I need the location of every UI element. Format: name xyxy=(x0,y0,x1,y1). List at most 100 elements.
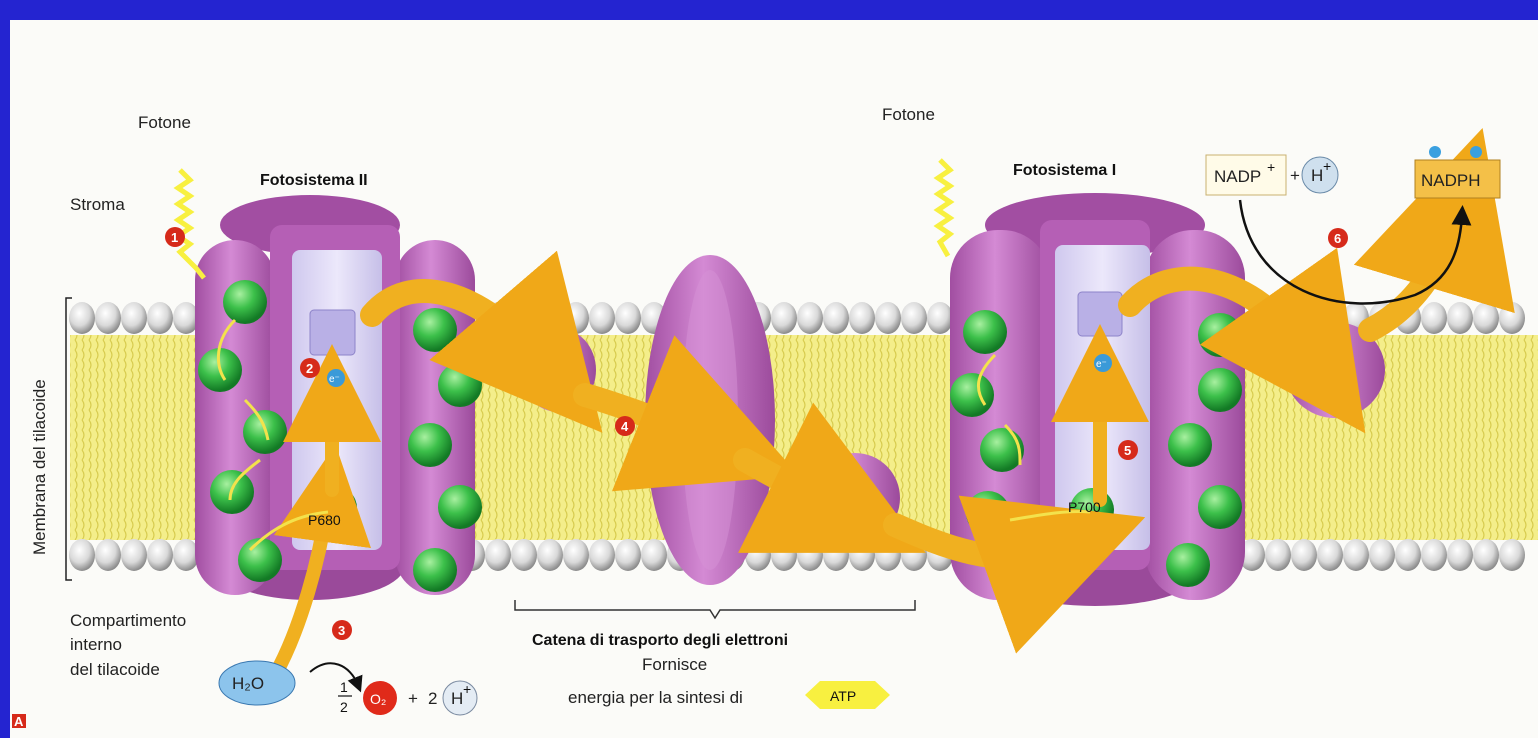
electron-2: e⁻ xyxy=(1094,354,1112,372)
svg-text:H: H xyxy=(1311,166,1323,185)
atp-badge: ATP xyxy=(805,681,890,709)
svg-text:H₂O: H₂O xyxy=(232,674,264,693)
half-denominator: 2 xyxy=(340,699,348,715)
step-number-5: 5 xyxy=(1124,443,1131,458)
lumen-label-line-2: interno xyxy=(70,635,122,654)
lipid-head xyxy=(1447,302,1473,334)
lipid-head xyxy=(69,302,95,334)
membrane-label: Membrana del tilacoide xyxy=(30,379,49,555)
lipid-head xyxy=(823,302,849,334)
water-split-arrow xyxy=(310,663,358,685)
chlorophyll-sphere xyxy=(438,485,482,529)
svg-text:+: + xyxy=(1323,158,1331,174)
chlorophyll-sphere xyxy=(1168,423,1212,467)
svg-text:O₂: O₂ xyxy=(370,691,386,707)
plus-sign-2: + xyxy=(408,689,418,708)
plus-sign-1: + xyxy=(1290,166,1300,185)
oxygen-molecule: O₂ xyxy=(363,681,397,715)
svg-text:ATP: ATP xyxy=(830,688,856,704)
lipid-head xyxy=(1291,539,1317,571)
svg-text:+: + xyxy=(1267,159,1275,175)
lipid-head xyxy=(901,302,927,334)
lipid-head xyxy=(511,539,537,571)
svg-text:A: A xyxy=(14,714,24,729)
etc-title: Catena di trasporto degli elettroni xyxy=(532,632,788,649)
nadph-box: NADPH xyxy=(1415,146,1500,198)
chlorophyll-sphere xyxy=(1166,543,1210,587)
lipid-head xyxy=(771,302,797,334)
svg-text:e⁻: e⁻ xyxy=(329,374,340,385)
lipid-head xyxy=(615,302,641,334)
lipid-head xyxy=(147,539,173,571)
lipid-head xyxy=(875,302,901,334)
stroma-label: Stroma xyxy=(70,195,125,214)
step-number-4: 4 xyxy=(621,419,629,434)
etc-brace xyxy=(515,600,915,618)
step-number-1: 1 xyxy=(171,230,178,245)
chlorophyll-sphere xyxy=(413,308,457,352)
chlorophyll-sphere xyxy=(963,310,1007,354)
chlorophyll-sphere xyxy=(1198,313,1242,357)
p680-label: P680 xyxy=(308,512,341,528)
step-number-3: 3 xyxy=(338,623,345,638)
lipid-head xyxy=(615,539,641,571)
chlorophyll-sphere xyxy=(238,538,282,582)
lipid-head xyxy=(95,302,121,334)
lipid-head xyxy=(1499,539,1525,571)
lipid-head xyxy=(1473,302,1499,334)
chlorophyll-sphere xyxy=(1198,368,1242,412)
lipid-head xyxy=(927,302,953,334)
chlorophyll-sphere xyxy=(408,423,452,467)
lipid-head xyxy=(797,539,823,571)
photosystem-ii-label: Fotosistema II xyxy=(260,172,368,189)
lipid-head xyxy=(589,539,615,571)
svg-text:e⁻: e⁻ xyxy=(1096,359,1107,370)
chlorophyll-sphere xyxy=(223,280,267,324)
electron-1: e⁻ xyxy=(327,369,345,387)
proton-2: H + xyxy=(443,681,477,715)
water-molecule: H₂O xyxy=(219,661,295,705)
chlorophyll-sphere xyxy=(966,491,1010,535)
lipid-head xyxy=(1265,539,1291,571)
lumen-label-line-3: del tilacoide xyxy=(70,660,160,679)
lipid-head xyxy=(1343,539,1369,571)
nadph-reaction-arrow xyxy=(1240,200,1462,303)
lipid-head xyxy=(69,539,95,571)
lipid-head xyxy=(641,539,667,571)
half-numerator: 1 xyxy=(340,679,348,695)
lipid-head xyxy=(1369,539,1395,571)
svg-text:NADPH: NADPH xyxy=(1421,171,1481,190)
lipid-head xyxy=(849,539,875,571)
lipid-head xyxy=(95,539,121,571)
lipid-head xyxy=(1395,539,1421,571)
diagram-canvas: Fotone Fotone Stroma Fotosistema II Foto… xyxy=(10,20,1538,738)
lipid-head xyxy=(797,302,823,334)
lipid-head xyxy=(1447,539,1473,571)
lipid-head xyxy=(485,539,511,571)
lipid-head xyxy=(1317,539,1343,571)
proton-1: H + xyxy=(1302,157,1338,193)
svg-text:+: + xyxy=(463,681,471,697)
lipid-head xyxy=(121,539,147,571)
step-number-2: 2 xyxy=(306,361,313,376)
lipid-head xyxy=(147,302,173,334)
chlorophyll-sphere xyxy=(950,373,994,417)
etc-subtitle-line-1: Fornisce xyxy=(642,655,707,674)
svg-text:NADP: NADP xyxy=(1214,167,1261,186)
lipid-head xyxy=(121,302,147,334)
chlorophyll-sphere xyxy=(413,548,457,592)
panel-letter-badge: A xyxy=(12,714,26,729)
lipid-head xyxy=(875,539,901,571)
lipid-head xyxy=(1473,539,1499,571)
lipid-head xyxy=(1421,539,1447,571)
lipid-head xyxy=(771,539,797,571)
lipid-head xyxy=(1499,302,1525,334)
photon-label-1: Fotone xyxy=(138,113,191,132)
svg-text:H: H xyxy=(451,689,463,708)
chlorophyll-sphere xyxy=(1198,485,1242,529)
photosystem-i-label: Fotosistema I xyxy=(1013,162,1116,179)
lipid-head xyxy=(849,302,875,334)
lipid-head xyxy=(1421,302,1447,334)
lipid-head xyxy=(589,302,615,334)
